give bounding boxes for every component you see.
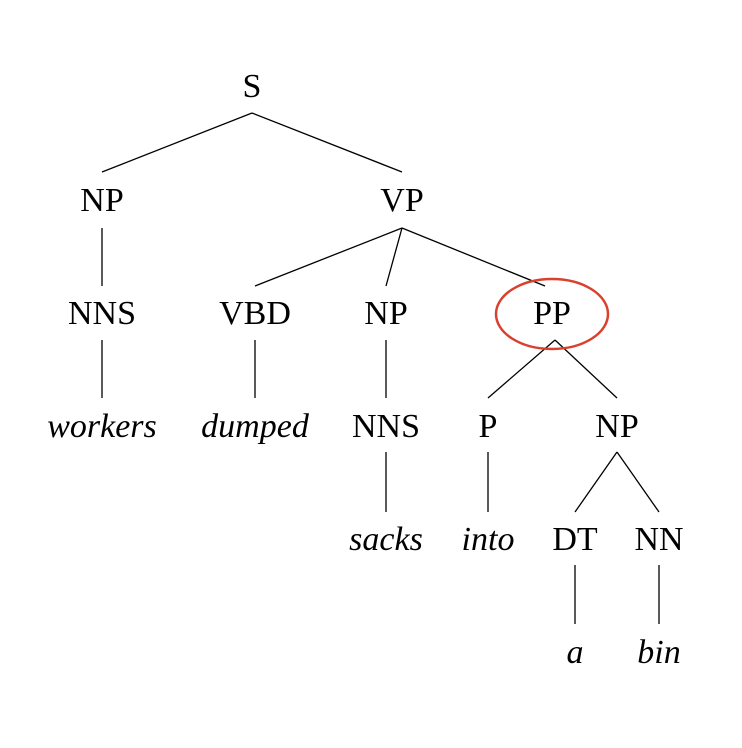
node-dt: DT [552,521,598,558]
edge-s-np [101,112,253,173]
leaf-a: a [567,634,584,671]
tree-nodes: S NP VP NNS VBD NP PP NNS P NP DT NN [68,68,684,558]
leaf-sacks: sacks [349,521,423,558]
leaf-workers: workers [47,408,157,445]
edge-s-vp [251,112,403,173]
node-p: P [479,408,498,445]
node-nns-object: NNS [352,408,420,445]
leaf-bin: bin [637,634,680,671]
node-vp: VP [380,182,423,219]
node-vbd: VBD [219,295,291,332]
edge-vp-np [385,227,403,287]
edge-pp-np [554,339,618,399]
edge-np-dt [574,451,618,513]
node-np-pp: NP [595,408,638,445]
edge-np-nn [616,451,660,513]
node-np-subject: NP [80,182,123,219]
edge-vp-vbd [254,227,403,287]
node-pp: PP [533,295,571,332]
edge-vp-pp [401,227,546,287]
node-nn: NN [634,521,683,558]
leaf-into: into [462,521,515,558]
node-np-object: NP [364,295,407,332]
tree-edges [101,112,660,624]
pp-highlight-circle [494,277,610,351]
leaf-dumped: dumped [201,408,310,445]
node-nns-subject: NNS [68,295,136,332]
tree-leaves: workers dumped sacks into a bin [47,408,681,671]
node-s: S [243,68,262,105]
